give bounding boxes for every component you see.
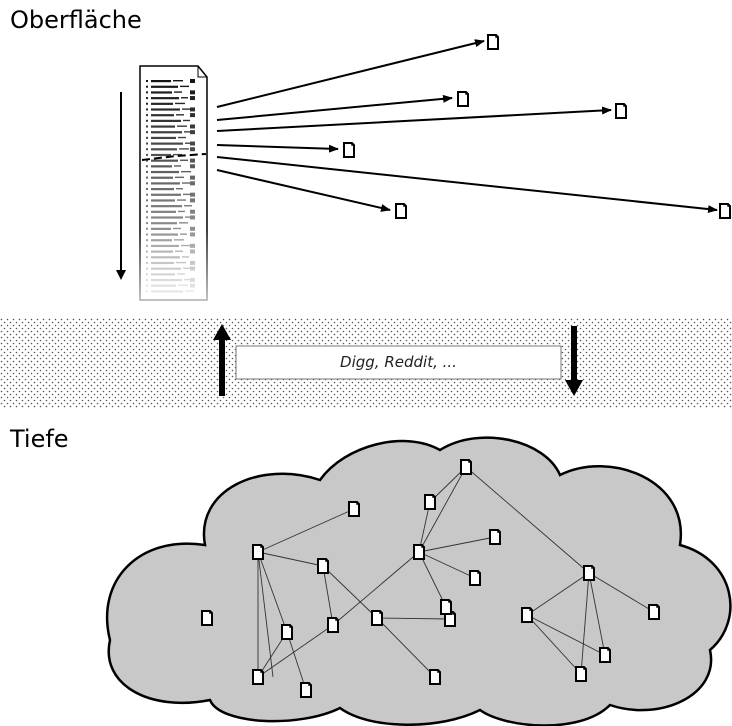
surface-label: Oberfläche (10, 6, 142, 34)
document-icon (457, 91, 469, 107)
document-icon (615, 103, 627, 119)
document-icon (413, 544, 425, 560)
aggregator-label: Digg, Reddit, ... (340, 353, 457, 371)
deep-web-links (257, 466, 655, 691)
depth-label: Tiefe (10, 425, 69, 453)
deep-web-cloud (105, 436, 732, 726)
document-icon (648, 604, 660, 620)
document-icon (719, 203, 731, 219)
aggregator-box (235, 345, 562, 380)
document-icon (521, 607, 533, 623)
document-icon (201, 610, 213, 626)
surface-links (216, 39, 718, 214)
down-arrow (565, 326, 583, 396)
document-icon (343, 142, 355, 158)
document-icon (460, 459, 472, 475)
document-icon (348, 501, 360, 517)
document-icon (395, 203, 407, 219)
document-icon (281, 624, 293, 640)
document-icon (429, 669, 441, 685)
document-icon (371, 610, 383, 626)
up-arrow (213, 324, 231, 396)
document-icon (575, 666, 587, 682)
document-icon (327, 617, 339, 633)
document-icon (583, 565, 595, 581)
document-icon (599, 647, 611, 663)
document-icon (252, 544, 264, 560)
document-icon (424, 494, 436, 510)
scroll-down-arrow (116, 92, 126, 280)
document-icon (440, 599, 452, 615)
document-icon (300, 682, 312, 698)
document-icon (487, 34, 499, 50)
document-icon (252, 669, 264, 685)
document-icon (317, 558, 329, 574)
document-icon (489, 529, 501, 545)
result-list-icon (138, 65, 210, 302)
document-icon (469, 570, 481, 586)
